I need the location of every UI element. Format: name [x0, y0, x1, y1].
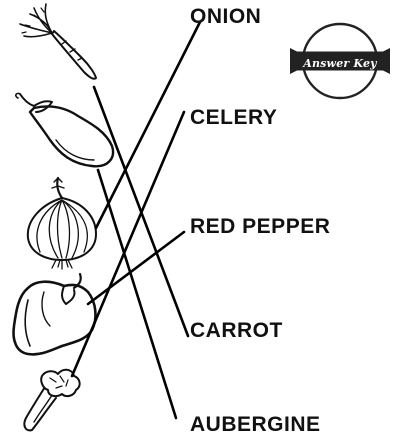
word-red-pepper: RED PEPPER — [190, 216, 330, 237]
aubergine-icon — [16, 93, 113, 166]
word-onion: ONION — [190, 6, 261, 27]
word-carrot: CARROT — [190, 320, 283, 341]
onion-icon — [28, 178, 96, 269]
pepper-icon — [14, 274, 96, 354]
carrot-icon — [20, 4, 96, 79]
answer-key-label: Answer Key — [287, 57, 393, 70]
line-aubergine-to-aubergine — [98, 170, 176, 418]
word-celery: CELERY — [190, 107, 277, 128]
answer-key-badge: Answer Key — [287, 22, 393, 100]
celery-icon — [24, 370, 79, 431]
word-aubergine: AUBERGINE — [190, 414, 321, 435]
